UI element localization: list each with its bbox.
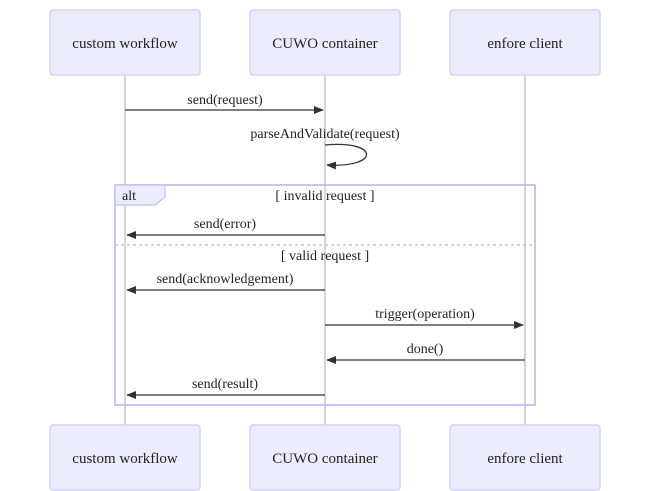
actor-top-custom-workflow: custom workflow (49, 9, 201, 76)
message-done: done() (326, 342, 525, 364)
alt-frame (114, 184, 536, 406)
actor-label: custom workflow (72, 36, 178, 52)
message-label: send(result) (192, 377, 258, 392)
message-trigger-operation: trigger(operation) (325, 307, 524, 329)
actor-bottom-enfore-client: enfore client (449, 424, 601, 491)
actor-box (49, 9, 201, 76)
message-send-acknowledgement: send(acknowledgement) (126, 272, 325, 294)
alt-keyword: alt (122, 189, 136, 204)
actor-label: custom workflow (72, 451, 178, 467)
message-label: parseAndValidate(request) (250, 127, 400, 142)
message-send-request: send(request) (125, 93, 324, 114)
alt-tab (114, 184, 166, 206)
actor-bottom-cuwo-container: CUWO container (249, 424, 401, 491)
alt-condition-invalid: [ invalid request ] (275, 189, 374, 204)
actor-top-enfore-client: enfore client (449, 9, 601, 76)
message-parse-and-validate: parseAndValidate(request) (250, 127, 400, 170)
actor-box (449, 9, 601, 76)
alt-fragment: alt [ invalid request ] [ valid request … (114, 184, 536, 406)
message-label: send(request) (187, 93, 263, 108)
actor-box (249, 424, 401, 491)
message-send-result: send(result) (126, 377, 325, 399)
actor-box (49, 424, 201, 491)
actor-label: CUWO container (272, 451, 377, 467)
message-label: send(acknowledgement) (157, 272, 294, 287)
message-label: done() (407, 342, 444, 357)
message-send-error: send(error) (126, 217, 325, 239)
actor-box (249, 9, 401, 76)
actor-label: CUWO container (272, 36, 377, 52)
message-label: trigger(operation) (375, 307, 475, 322)
actor-label: enfore client (487, 36, 563, 52)
actor-top-cuwo-container: CUWO container (249, 9, 401, 76)
actor-box (449, 424, 601, 491)
actor-label: enfore client (487, 451, 563, 467)
message-label: send(error) (194, 217, 257, 232)
actor-bottom-custom-workflow: custom workflow (49, 424, 201, 491)
alt-condition-valid: [ valid request ] (281, 249, 369, 264)
self-message-arrow (324, 143, 368, 170)
